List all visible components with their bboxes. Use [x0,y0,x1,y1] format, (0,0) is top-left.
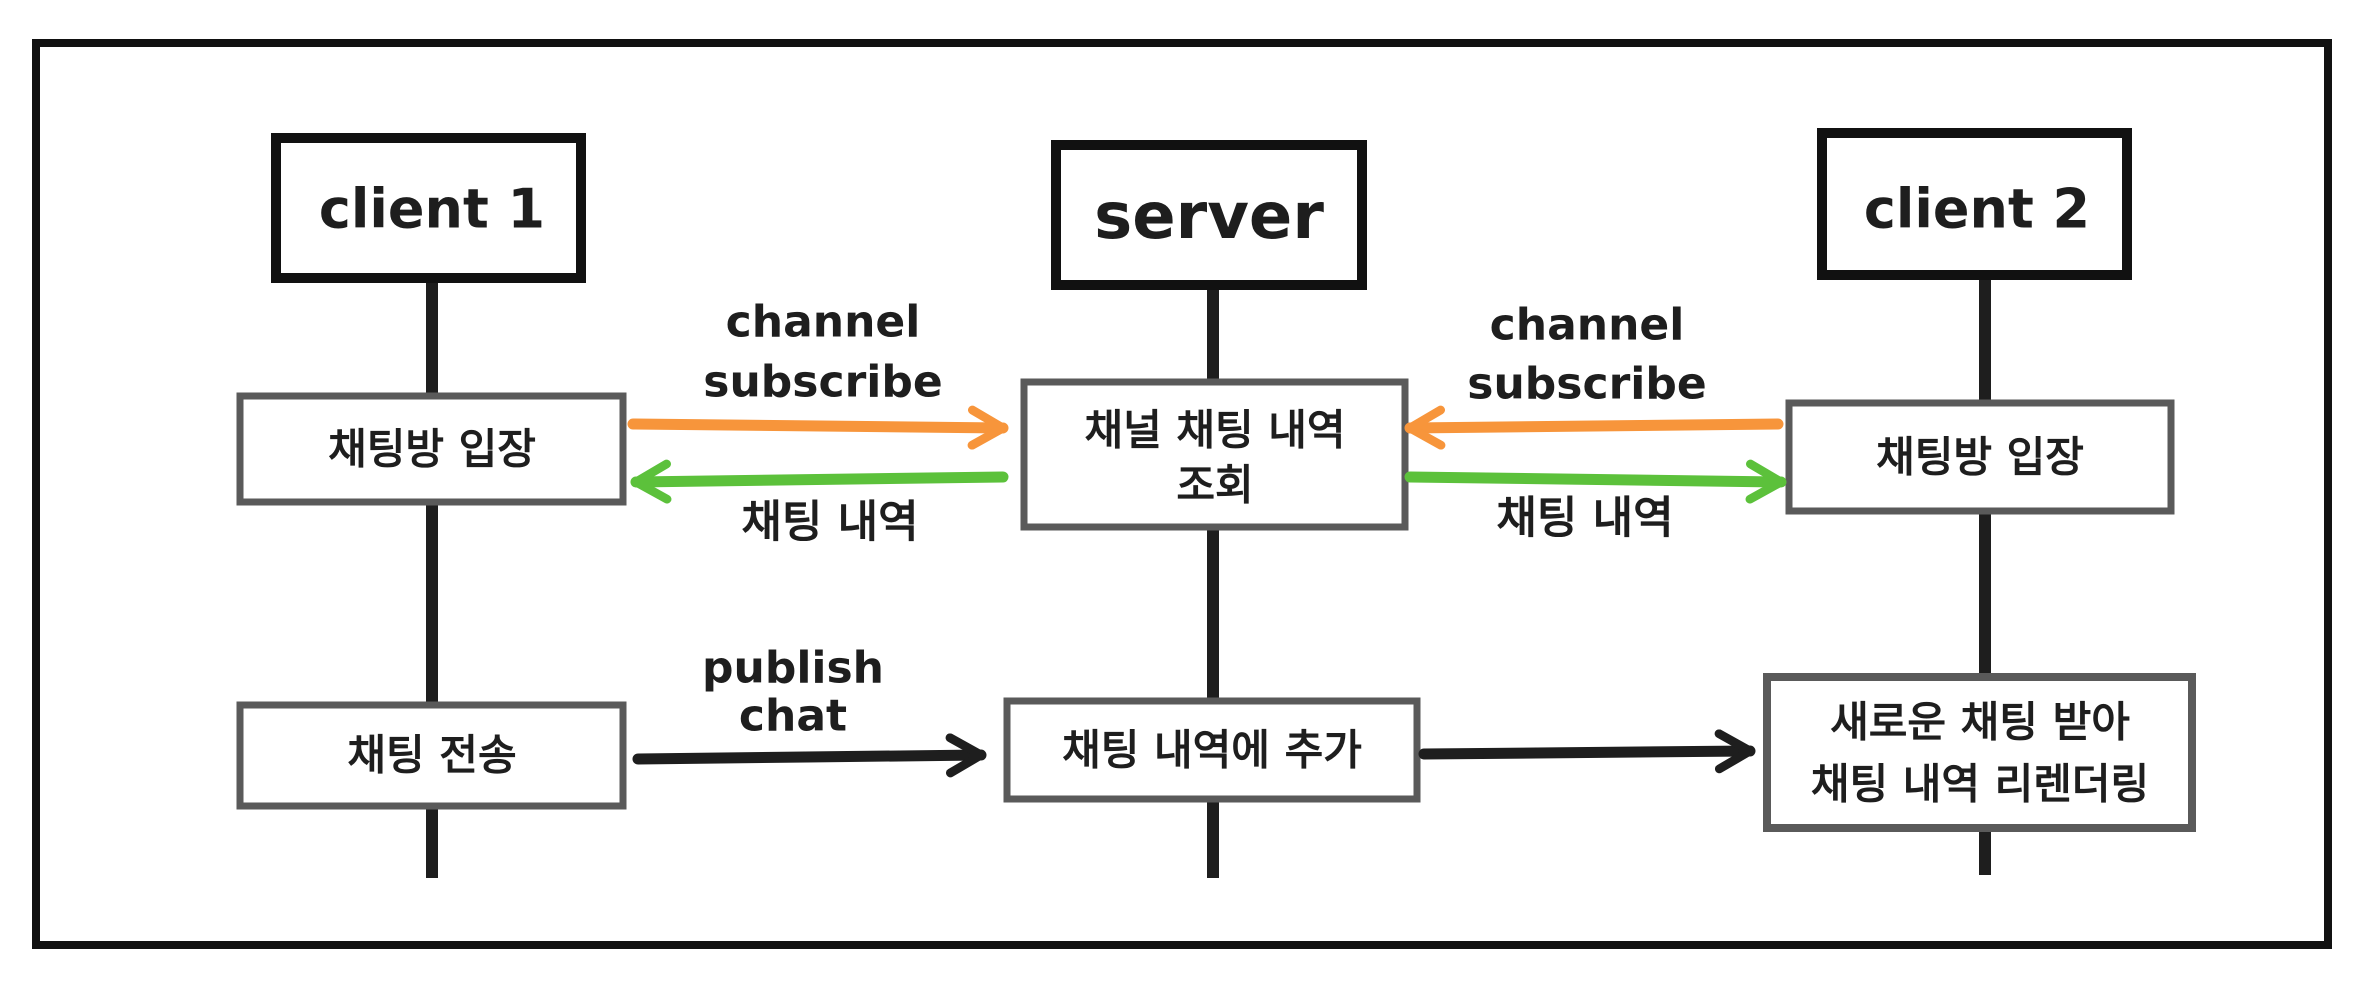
arrow-publish-chat [632,733,987,778]
step-server-add-label: 채팅 내역에 추가 [1062,726,1362,775]
arrow-c1-history [630,459,1009,504]
step-server-query-line1: 채널 채팅 내역 [1084,406,1345,455]
arrow-c2-history [1404,459,1787,504]
step-server-add: 채팅 내역에 추가 [1003,697,1421,803]
step-client1-enter-label: 채팅방 입장 [328,425,536,474]
arrow-c1-subscribe [627,405,1009,450]
actor-server-label: server [1094,180,1324,254]
actor-client1: client 1 [271,133,586,283]
step-client2-enter-label: 채팅방 입장 [1876,433,2084,482]
step-client1-enter: 채팅방 입장 [236,392,627,506]
step-client1-send-label: 채팅 전송 [347,731,516,780]
label-c1-subscribe-line2: subscribe [703,357,942,408]
diagram-frame [32,39,2332,949]
label-c1-history: 채팅 내역 [741,497,918,548]
step-client2-receive-line2: 채팅 내역 리렌더링 [1811,760,2149,809]
actor-server: server [1051,140,1367,290]
step-client2-receive: 새로운 채팅 받아 채팅 내역 리렌더링 [1763,673,2196,832]
step-client2-enter: 채팅방 입장 [1785,399,2175,515]
label-c2-subscribe-line1: channel [1490,300,1685,351]
step-server-query: 채널 채팅 내역 조회 [1020,378,1409,531]
label-c2-subscribe-line2: subscribe [1467,359,1706,410]
actor-client2: client 2 [1817,128,2132,280]
label-publish-line1: publish [702,643,884,694]
actor-client1-label: client 1 [319,178,545,241]
step-client1-send: 채팅 전송 [236,701,627,810]
step-server-query-line2: 조회 [1176,461,1253,510]
arrow-c2-subscribe [1404,405,1784,450]
label-publish-line2: chat [739,691,847,742]
step-client2-receive-line1: 새로운 채팅 받아 [1830,698,2130,747]
actor-client2-label: client 2 [1864,178,2090,241]
label-c2-history: 채팅 내역 [1496,493,1673,544]
label-c1-subscribe-line1: channel [726,297,921,348]
arrow-broadcast-chat [1418,729,1756,774]
